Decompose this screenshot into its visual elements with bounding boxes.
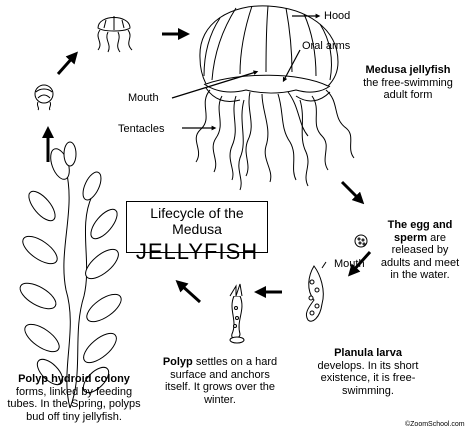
title-line1: Lifecycle of the Medusa	[150, 205, 244, 237]
caption-egg-sperm-desc: are released by adults and meet in the w…	[380, 231, 460, 282]
caption-planula-desc: develops. In its short existence, it is …	[317, 359, 419, 397]
label-planula-mouth: Mouth	[334, 258, 365, 270]
caption-medusa-desc: the free-swimming adult form	[363, 76, 453, 102]
label-hood: Hood	[324, 10, 351, 22]
caption-polyp-name: Polyp	[162, 356, 193, 368]
planula-larva-illustration	[305, 261, 327, 322]
label-tentacles: Tentacles	[118, 123, 165, 135]
part-pointers	[171, 13, 321, 131]
arrow-to-planula	[347, 250, 372, 277]
egg-illustration	[354, 234, 368, 248]
label-mouth: Mouth	[128, 92, 159, 104]
arrow-to-egg	[340, 180, 365, 205]
polyp-colony-illustration	[19, 141, 122, 409]
caption-polyp: Polyp settles on a hard surface and anch…	[156, 356, 284, 406]
caption-colony-desc: forms, linked by feeding tubes. In the S…	[7, 385, 141, 423]
diagram-title: Lifecycle of the Medusa JELLYFISH	[126, 201, 268, 264]
caption-planula: Planula larva develops. In its short exi…	[316, 347, 420, 397]
caption-medusa-name: Medusa jellyfish	[365, 64, 451, 76]
polyp-illustration	[229, 283, 245, 344]
caption-colony: Polyp hydroid colony forms, linked by fe…	[2, 373, 146, 423]
caption-colony-name: Polyp hydroid colony	[18, 373, 130, 385]
budding-ephyra-illustration	[34, 84, 54, 111]
caption-egg-sperm: The egg and sperm are released by adults…	[378, 219, 462, 282]
medusa-jellyfish-illustration	[195, 5, 355, 191]
arrow-to-colony	[175, 279, 202, 304]
caption-egg-sperm-name: The egg and sperm	[387, 219, 453, 244]
caption-polyp-desc: settles on a hard surface and anchors it…	[164, 356, 278, 406]
caption-medusa: Medusa jellyfish the free-swimming adult…	[360, 64, 456, 102]
juvenile-jellyfish-illustration	[97, 16, 133, 53]
arrow-to-juvenile	[56, 51, 78, 75]
caption-planula-name: Planula larva	[334, 347, 402, 359]
copyright-credit: ©ZoomSchool.com	[405, 421, 465, 428]
label-oral-arms: Oral arms	[302, 40, 351, 52]
cycle-arrows	[42, 28, 372, 304]
title-line2: JELLYFISH	[135, 239, 259, 264]
